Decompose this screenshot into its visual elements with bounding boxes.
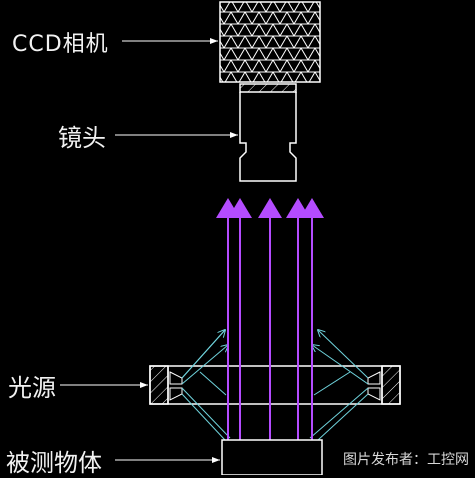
watermark: 图片发布者：工控网: [343, 452, 469, 468]
object-under-test-label: 被测物体: [6, 449, 102, 477]
object-under-test: [221, 439, 323, 475]
lens-label: 镜头: [58, 124, 106, 152]
ccd-camera-body: [219, 1, 321, 83]
ccd-camera-label: CCD相机: [12, 32, 109, 57]
light-source-ring: [149, 365, 401, 405]
illumination-rays: [181, 330, 369, 441]
lens: [239, 83, 297, 182]
camera-rays: [216, 198, 324, 440]
led-emitters: [169, 371, 381, 401]
light-source-label: 光源: [8, 374, 56, 402]
